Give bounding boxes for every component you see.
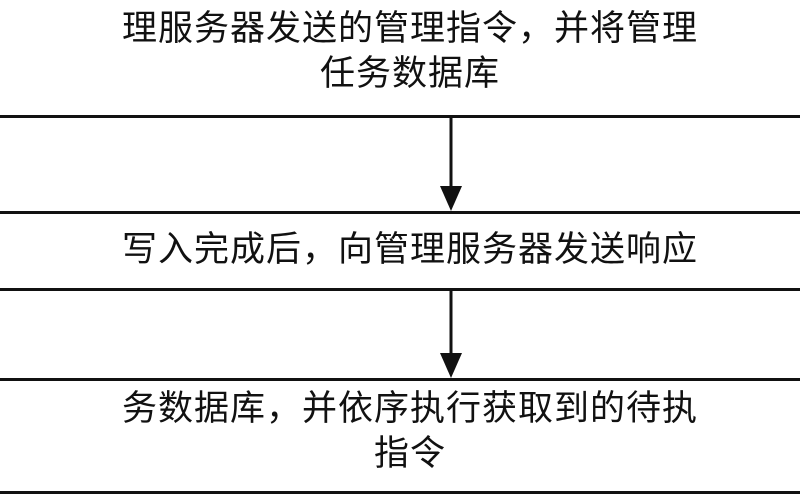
step-1-line-2: 任务数据库 bbox=[319, 54, 500, 94]
arrow-down-icon bbox=[440, 291, 462, 378]
step-2-line-1: 写入完成后，向管理服务器发送响应 bbox=[121, 230, 698, 270]
step-3-line-2: 指令 bbox=[373, 434, 446, 474]
flowchart-step-2: 写入完成后，向管理服务器发送响应 bbox=[0, 211, 800, 291]
step-3-line-1: 务数据库，并依序执行获取到的待执 bbox=[121, 389, 698, 429]
arrow-down-icon bbox=[440, 118, 462, 211]
flowchart-step-3: 务数据库，并依序执行获取到的待执 指令 bbox=[0, 378, 800, 494]
flowchart-step-1: 理服务器发送的管理指令，并将管理 任务数据库 bbox=[0, 0, 800, 118]
step-1-line-1: 理服务器发送的管理指令，并将管理 bbox=[121, 9, 698, 49]
